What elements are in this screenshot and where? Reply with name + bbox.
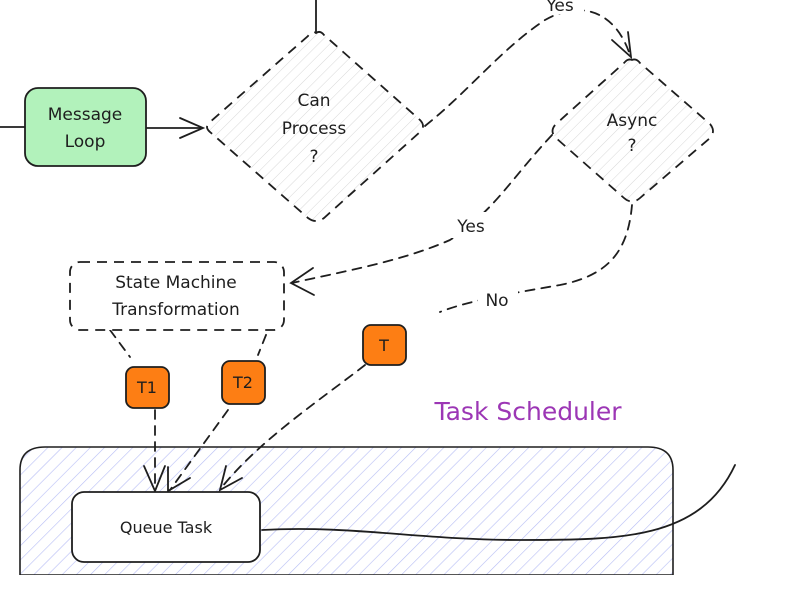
async-label-1: Async: [607, 111, 658, 131]
arrowhead-async: [611, 31, 633, 60]
edge-can-process-to-async: [424, 9, 631, 127]
task-badge-t[interactable]: T: [362, 324, 407, 366]
edge-label-no: No: [485, 291, 508, 311]
edge-label-yes-left: Yes: [456, 217, 485, 237]
task-badge-t2-label: T2: [232, 373, 253, 392]
queue-task-label: Queue Task: [120, 518, 213, 537]
bottom-crop: [0, 575, 789, 608]
task-badge-t2[interactable]: T2: [221, 360, 266, 405]
edge-label-yes-top: Yes: [545, 0, 574, 16]
task-scheduler-title: Task Scheduler: [433, 397, 622, 426]
state-machine-label-1: State Machine: [115, 273, 237, 293]
can-process-label-1: Can: [297, 91, 330, 111]
queue-task-node[interactable]: Queue Task: [71, 491, 261, 563]
can-process-decision[interactable]: Can Process ?: [206, 30, 424, 222]
arrowhead-state-machine: [289, 267, 315, 296]
edge-async-to-state-machine: [291, 134, 553, 284]
state-machine-node[interactable]: State Machine Transformation: [69, 261, 285, 331]
connector-lines: [0, 0, 736, 541]
can-process-label-3: ?: [309, 147, 318, 167]
arrowhead-can-process: [179, 117, 206, 139]
edge-async-no: [439, 204, 633, 313]
edge-state-to-t1: [109, 329, 131, 358]
task-badge-t1-label: T1: [136, 378, 157, 397]
edge-t2-to-queue: [169, 409, 229, 491]
task-badge-t1[interactable]: T1: [125, 366, 170, 409]
async-decision[interactable]: Async ?: [551, 58, 714, 203]
message-loop-node[interactable]: Message Loop: [24, 87, 147, 167]
message-loop-label-1: Message: [48, 105, 123, 125]
task-badge-t-label: T: [378, 336, 389, 355]
edge-no-to-queue: [221, 364, 366, 488]
state-machine-label-2: Transformation: [111, 300, 240, 320]
edge-queue-to-right: [261, 464, 736, 541]
arrowhead-queue-from-t: [218, 465, 243, 492]
message-loop-label-2: Loop: [65, 132, 106, 152]
async-label-2: ?: [627, 136, 636, 156]
arrowhead-queue-from-t1: [143, 465, 166, 494]
can-process-label-2: Process: [282, 119, 347, 139]
arrowhead-queue-from-t2: [167, 466, 191, 493]
